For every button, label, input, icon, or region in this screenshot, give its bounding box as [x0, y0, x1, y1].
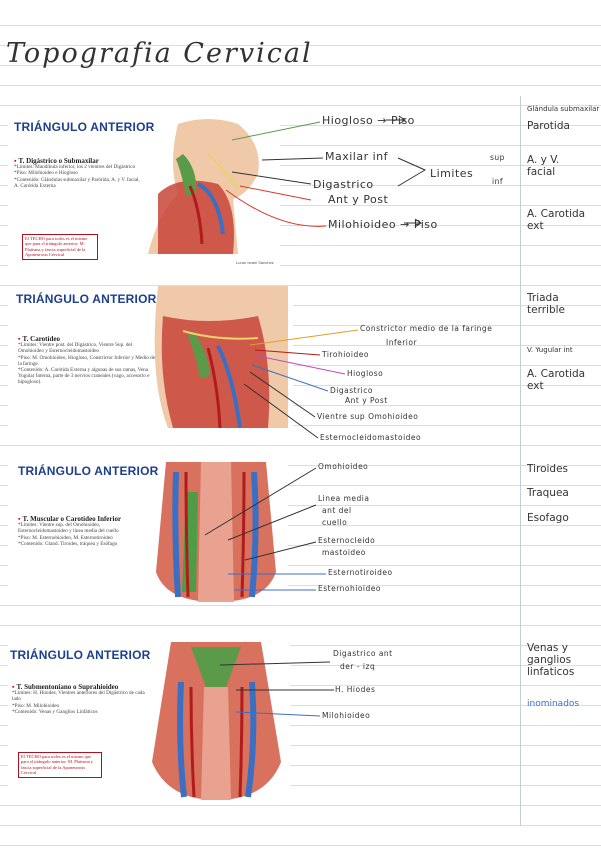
slide-line: *Piso: M. Esternohioideo, M. Esternotiro… — [18, 534, 113, 541]
slide-text: T. Submentoniano o Suprahioideo *Límites… — [12, 683, 148, 715]
label: Digastrico — [313, 178, 374, 191]
slide-line: *Límites: Vientre post. del Digástrico, … — [18, 342, 133, 355]
leader-line — [251, 364, 329, 392]
slide-heading: T. Muscular o Carotídeo Inferior — [18, 515, 150, 522]
label: Esternocleido — [318, 536, 376, 545]
label: inf — [492, 177, 503, 186]
label: Constrictor medio de la faringe — [360, 324, 493, 333]
label: ant del — [322, 506, 352, 515]
slide-line: *Contenido: A. Carótida Externa y alguna… — [18, 367, 150, 386]
label: Esternohioideo — [318, 584, 381, 593]
label: Milohioideo — [322, 711, 371, 720]
leader-line — [386, 115, 406, 125]
slide-text: T. Muscular o Carotídeo Inferior *Límite… — [18, 515, 150, 547]
neck-illustration — [156, 462, 276, 602]
slide-line: *Piso: M. Milohioideo — [12, 702, 60, 709]
label: Digastrico ant — [333, 649, 393, 658]
slide-line: *Límites: Mandíbula inferior, los 2 vien… — [14, 164, 136, 171]
leader-line — [219, 661, 331, 666]
label: der - izq — [340, 662, 376, 671]
leader-line — [239, 185, 312, 201]
margin-note: A. Carotida ext — [527, 208, 586, 232]
label: Milohioideo → Piso — [328, 218, 438, 231]
label: mastoideo — [322, 548, 366, 557]
leader-line — [257, 355, 346, 375]
slide-text: T. Digástrico o Submaxilar *Límites: Man… — [14, 157, 142, 189]
credit: Lunar Israel Sánchez — [236, 260, 274, 265]
leader-line — [397, 157, 427, 187]
leader-line — [249, 329, 359, 346]
label: Hiogloso → Piso — [322, 114, 415, 127]
leader-line — [244, 541, 317, 561]
label: Hiogloso — [347, 369, 384, 378]
neck-illustration — [154, 286, 288, 428]
slide-line: *Contenido: Gland. Tiroides, tráquea y E… — [18, 540, 118, 547]
label: Esternocleidomastoideo — [320, 433, 422, 442]
slide-1: TRIÁNGULO ANTERIOR T. Digástrico o Subma… — [8, 110, 280, 270]
margin-note: Venas y ganglios linfaticos — [527, 642, 575, 678]
margin-note: Triada terrible — [527, 292, 565, 316]
margin-note: Traquea — [527, 487, 569, 499]
margin-note: Glándula submaxilar — [527, 105, 600, 113]
margin-note: Tiroides — [527, 463, 569, 475]
slide-heading: T. Digástrico o Submaxilar — [14, 157, 142, 164]
slide-heading: T. Carotídeo — [18, 335, 156, 342]
leader-line — [235, 711, 321, 717]
label: Vientre sup Omohioideo — [317, 412, 419, 421]
margin-note: A. Carotida ext — [527, 368, 586, 392]
label: H. Hiodes — [335, 685, 376, 694]
leader-line — [261, 157, 324, 161]
label: Limites — [430, 167, 474, 180]
label: Tirohioideo — [322, 350, 369, 359]
label: Linea media — [318, 494, 370, 503]
slide-line: *Piso: Milohioideo e Hiogloso — [14, 170, 78, 177]
label: Omohioideo — [318, 462, 369, 471]
leader-line — [404, 218, 422, 228]
slide-title: TRIÁNGULO ANTERIOR — [14, 120, 155, 134]
slide-line: *Límites: Vientre sup. del Omohioideo, E… — [18, 522, 119, 535]
techo-note: El TECHO para todos es el mismo que para… — [22, 234, 98, 260]
neck-illustration — [148, 119, 259, 254]
margin-note: inominados — [527, 699, 580, 709]
techo-note: El TECHO para todos es el mismo que para… — [18, 752, 102, 778]
leader-line — [231, 121, 321, 141]
slide-line: *Contenido: Venas y Ganglios Linfáticos — [12, 708, 98, 715]
leader-line — [231, 171, 312, 185]
slide-2: TRIÁNGULO ANTERIOR T. Carotídeo *Límites… — [8, 286, 293, 428]
leader-line — [227, 504, 317, 541]
label: Esternotiroideo — [328, 568, 393, 577]
label: Ant y Post — [345, 396, 388, 405]
leader-line — [254, 349, 321, 356]
margin-rule — [520, 96, 521, 826]
slide-text: T. Carotídeo *Límites: Vientre post. del… — [18, 335, 156, 386]
slide-title: TRIÁNGULO ANTERIOR — [10, 648, 151, 662]
leader-line — [243, 383, 319, 439]
slide-line: *Límites: H. Hioides, Vientres anteriore… — [12, 690, 145, 703]
slide-line: *Piso: M. Omohioideo, Hiogloso, Constric… — [18, 354, 156, 367]
slide-title: TRIÁNGULO ANTERIOR — [16, 292, 157, 306]
margin-note: A. y V. facial — [527, 154, 560, 178]
page-title: Topografia Cervical — [6, 38, 313, 69]
label: cuello — [322, 518, 348, 527]
slide-heading: T. Submentoniano o Suprahioideo — [12, 683, 148, 690]
margin-note: Parotida — [527, 120, 570, 132]
label: Maxilar inf — [325, 150, 389, 163]
label: Inferior — [386, 338, 418, 347]
leader-line — [249, 371, 316, 418]
label: Digastrico — [330, 386, 373, 395]
slide-4: TRIÁNGULO ANTERIOR T. Submentoniano o Su… — [8, 640, 290, 802]
slide-3: TRIÁNGULO ANTERIOR T. Muscular o Carotíd… — [8, 458, 288, 603]
leader-line — [225, 189, 327, 227]
label: Ant y Post — [328, 193, 389, 206]
leader-line — [204, 467, 317, 536]
slide-title: TRIÁNGULO ANTERIOR — [18, 464, 159, 478]
margin-note: Esofago — [527, 512, 569, 524]
label: sup — [490, 153, 505, 162]
margin-note: V. Yugular int — [527, 346, 573, 354]
neck-illustration — [152, 642, 281, 800]
slide-line: *Contenido: Glándulas submaxilar y Parót… — [14, 176, 140, 189]
